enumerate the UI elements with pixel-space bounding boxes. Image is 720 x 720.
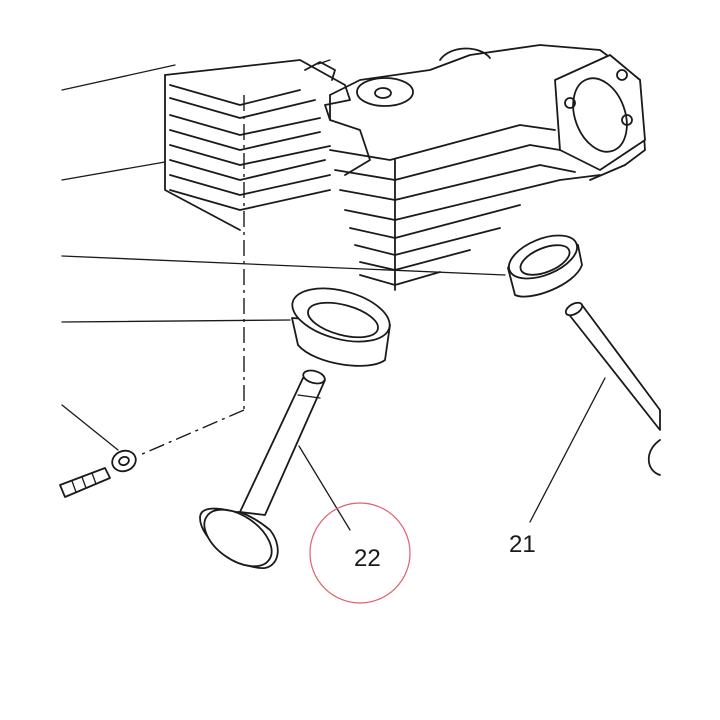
callout-label-22: 22 bbox=[354, 545, 381, 572]
valve-seat-ring-lower bbox=[291, 287, 391, 367]
callout-leaders bbox=[298, 377, 606, 531]
callout-label-21: 21 bbox=[509, 531, 536, 558]
leader-lines bbox=[61, 64, 506, 451]
valve-21 bbox=[564, 301, 661, 476]
highlight-circle bbox=[309, 502, 411, 604]
cylinder-head bbox=[164, 44, 646, 291]
valve-22 bbox=[199, 369, 326, 569]
bolt-and-washer bbox=[59, 449, 137, 498]
valve-seat-ring-upper bbox=[507, 234, 583, 298]
valve-axis-centerline bbox=[139, 95, 245, 456]
